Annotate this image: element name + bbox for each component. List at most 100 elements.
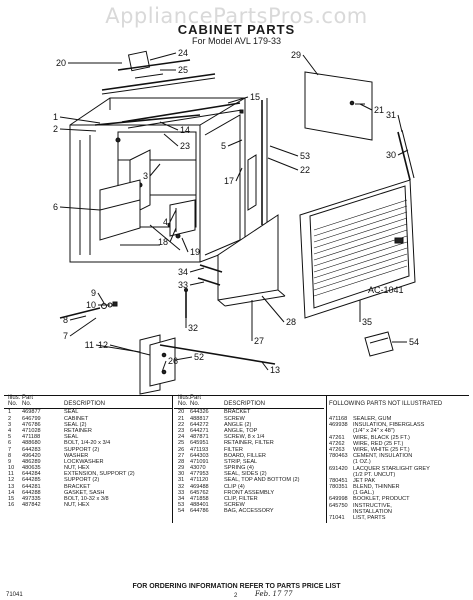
description: ANGLE (2) (224, 421, 252, 428)
illus-no: 33 (178, 489, 185, 496)
callout-leader-26 (161, 360, 167, 373)
description: NUT, HEX (64, 502, 90, 509)
part-no: 480635 (22, 465, 41, 472)
callout-leader-21 (359, 103, 373, 111)
side-angles (239, 98, 268, 225)
callout-53: 53 (300, 151, 310, 161)
description: CLIP, FILTER (224, 496, 258, 502)
part-no: 497335 (22, 496, 41, 502)
handwritten-note: Feb. 17 77 (255, 590, 293, 598)
description: SPRING (4) (224, 465, 254, 472)
table-row: 4 471028 RETAINER (4, 428, 172, 434)
part-no: 477953 (190, 471, 209, 478)
clips (184, 264, 223, 318)
callout-3: 3 (143, 171, 148, 181)
table-row: 8 496420 WASHER (4, 453, 172, 459)
callout-5: 5 (221, 141, 226, 151)
callout-1: 1 (53, 112, 58, 122)
table-header: Illus.Part (174, 395, 324, 401)
callout-13: 13 (270, 365, 280, 375)
callout-10: 10 (86, 300, 96, 310)
callout-leader-23 (163, 133, 179, 147)
illus-no: 4 (8, 427, 12, 434)
callout-leader-53 (269, 145, 299, 157)
table-header: No.No.DESCRIPTION (4, 401, 172, 407)
front-grille-assembly (299, 179, 416, 319)
callout-12: 12 (98, 340, 108, 350)
description: SEAL, TOP AND BOTTOM (2) (224, 477, 300, 484)
illus-no-header: No. (178, 401, 188, 408)
part-no: 644326 (190, 409, 209, 416)
callout-leader-3 (149, 163, 161, 177)
sash-gasket (159, 344, 276, 365)
part-no: 780451 (329, 477, 348, 484)
part-no: 644285 (22, 477, 41, 484)
illus-no: 16 (8, 502, 15, 509)
callout-leader-9 (97, 292, 105, 304)
callout-7: 7 (63, 331, 68, 341)
illus-no: 7 (8, 446, 12, 453)
callout-leader-19 (181, 237, 189, 253)
part-no: 47262 (329, 440, 345, 447)
description: SCREW (224, 502, 245, 509)
description: WASHER (64, 452, 89, 459)
part-no: 644281 (22, 483, 41, 490)
description-header: DESCRIPTION (64, 401, 106, 408)
illus-no: 28 (178, 458, 185, 465)
table-header: Illus.Part (4, 395, 172, 401)
description: SEALER, GUM (353, 416, 392, 422)
description: BOLT, 1/4-20 x 3/4 (64, 440, 111, 447)
part-no: 471028 (22, 427, 41, 434)
callout-21: 21 (374, 105, 384, 115)
part-no: 691420 (329, 465, 348, 472)
column-separator (326, 395, 327, 523)
illus-no: 23 (178, 427, 185, 434)
illus-no: 8 (8, 452, 12, 459)
part-no: 496420 (22, 452, 41, 459)
callout-leader-29 (302, 54, 319, 76)
description: LOCKWASHER (64, 458, 104, 465)
illus-no: 32 (178, 483, 185, 490)
description: SUPPORT (2) (64, 477, 100, 484)
table-row: 47262 WIRE, RED (25 FT.) (329, 441, 469, 447)
top-retainer-assembly (101, 50, 216, 95)
description: WIRE, RED (25 FT.) (353, 440, 404, 447)
filter-panel (304, 71, 373, 141)
callout-leader-31 (397, 114, 403, 133)
part-no: 645762 (190, 489, 209, 496)
description: RETAINER (64, 427, 92, 434)
illus-no-header: Illus. (8, 395, 21, 401)
part-no-header: Part (190, 395, 202, 401)
illus-no: 15 (8, 496, 15, 502)
description: (1 OZ.) (353, 459, 371, 466)
illus-no: 6 (8, 440, 12, 447)
part-no: 644303 (190, 452, 209, 459)
model-subtitle: For Model AVL 179-33 (191, 36, 282, 46)
callout-23: 23 (180, 141, 190, 151)
page-number: 2 (234, 593, 238, 599)
description: INSTALLATION (353, 508, 392, 515)
part-no: 644272 (190, 421, 209, 428)
illus-no: 3 (8, 421, 12, 428)
table-row: (1 OZ.) (329, 459, 469, 465)
table-row: INSTALLATION (329, 509, 469, 515)
seal-strips (94, 102, 243, 129)
description: LACQUER STARLIGHT GREY (353, 465, 430, 472)
callout-31: 31 (386, 110, 396, 120)
callout-2: 2 (53, 124, 58, 134)
callout-leader-2 (59, 128, 97, 132)
part-no: 486289 (22, 458, 41, 465)
sheet-code: 71041 (6, 592, 23, 598)
